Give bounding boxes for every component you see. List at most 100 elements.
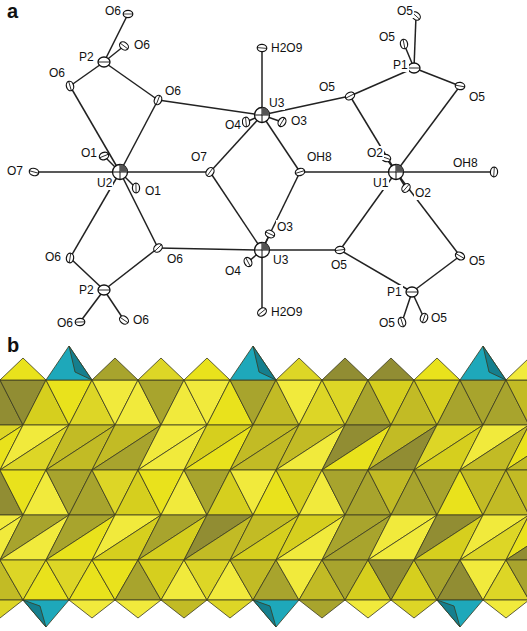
atom-label: O1 xyxy=(80,146,98,160)
uranium-polyhedron-face xyxy=(483,600,527,618)
ellipsoid-axis xyxy=(120,317,128,323)
bond-line xyxy=(300,171,396,173)
oxygen-atom xyxy=(454,250,466,261)
atom-label: P2 xyxy=(78,283,95,297)
uranium-polyhedron-face xyxy=(506,380,527,425)
bond-line xyxy=(350,96,396,172)
oxygen-atom xyxy=(152,242,164,254)
bond-line xyxy=(104,14,128,62)
ellipsoid-axis xyxy=(456,254,464,259)
uranium-polyhedron-face xyxy=(506,358,527,380)
oxygen-atom xyxy=(153,94,163,106)
atom-label: O2 xyxy=(414,186,432,200)
bond-line xyxy=(120,171,210,173)
ellipsoid-axis xyxy=(69,81,72,90)
uranium-polyhedron-face xyxy=(506,515,527,560)
bond-line xyxy=(104,62,158,100)
uranium-polyhedron-face xyxy=(414,358,460,380)
atom-label: O2 xyxy=(366,146,384,160)
oxygen-atom xyxy=(419,312,429,323)
ellipsoid-axis xyxy=(98,62,110,63)
phosphate-tetrahedron xyxy=(23,600,46,627)
oxygen-atom xyxy=(98,151,110,161)
phosphate-tetrahedron xyxy=(230,346,276,380)
uranium-polyhedron-face xyxy=(0,600,23,618)
bond-line xyxy=(262,96,350,115)
atom-label: O6 xyxy=(48,66,66,80)
ellipsoid-axis xyxy=(403,184,409,191)
oxygen-atom xyxy=(400,182,412,194)
oxygen-atom xyxy=(65,80,75,91)
phosphorus-atom xyxy=(98,285,110,295)
oxygen-atom xyxy=(118,314,130,325)
atom-label: O5 xyxy=(468,90,486,104)
bond-line xyxy=(210,115,262,172)
ellipsoid-axis xyxy=(120,43,128,49)
ellipsoid-axis xyxy=(123,14,133,15)
ellipsoid-axis xyxy=(29,171,38,173)
uranium-polyhedron-face xyxy=(184,358,230,380)
oxygen-atom xyxy=(294,167,305,177)
ellipsoid-axis xyxy=(135,183,136,193)
bond-line xyxy=(396,171,494,173)
phosphate-tetrahedron xyxy=(437,600,483,627)
uranium-polyhedron-face xyxy=(92,358,138,380)
oxygen-atom xyxy=(28,167,39,176)
phosphate-tetrahedron xyxy=(483,346,506,380)
ellipsoid-axis xyxy=(69,253,71,262)
ellipsoid-axis xyxy=(258,309,265,315)
ellipsoid-axis xyxy=(246,258,251,266)
uranium-polyhedron-face xyxy=(506,425,527,470)
oxygen-atom xyxy=(204,166,215,178)
atom-label: O3 xyxy=(290,114,308,128)
atom-label: O5 xyxy=(396,4,414,18)
phosphate-tetrahedron xyxy=(253,600,276,627)
uranium-polyhedron-face xyxy=(506,560,527,600)
uranium-polyhedron-face xyxy=(322,358,368,380)
phosphate-tetrahedron xyxy=(437,600,460,627)
uranium-polyhedron-face xyxy=(391,600,437,618)
oxygen-atom xyxy=(490,167,498,177)
atom-label: U3 xyxy=(272,253,289,267)
atom-label: U1 xyxy=(372,176,389,190)
oxygen-atom xyxy=(118,40,130,52)
bond-line xyxy=(262,172,300,250)
bond-line xyxy=(104,248,158,290)
phosphate-tetrahedron xyxy=(253,600,299,627)
oxygen-atom xyxy=(455,82,466,91)
ellipsoid-axis xyxy=(156,96,159,105)
ellipsoid-axis xyxy=(266,232,275,236)
bond-line xyxy=(396,86,460,172)
atom-label: O6 xyxy=(104,4,122,18)
ellipsoid-octant xyxy=(120,165,128,173)
panel-letter: a xyxy=(6,0,19,22)
ellipsoid-axis xyxy=(493,167,495,177)
bond-line xyxy=(414,16,416,68)
ellipsoid-axis xyxy=(75,321,85,322)
ellipsoid-axis xyxy=(100,154,109,158)
bond-line xyxy=(350,68,414,96)
atom-label: O7 xyxy=(190,150,208,164)
uranium-polyhedron-face xyxy=(368,358,414,380)
ellipsoid-octant xyxy=(262,243,270,251)
atom-label: O3 xyxy=(276,220,294,234)
bonds xyxy=(34,14,494,322)
oxygen-atom xyxy=(123,10,133,17)
bond-line xyxy=(70,86,120,172)
oxygen-atom xyxy=(256,306,268,318)
bond-line xyxy=(34,171,120,173)
uranium-polyhedron-face xyxy=(506,425,527,470)
atom-label: O1 xyxy=(144,184,162,198)
atom-label: O6 xyxy=(56,316,74,330)
oxygen-atom xyxy=(75,318,85,326)
ellipsoid-axis xyxy=(245,117,246,127)
phosphorus-atom xyxy=(406,287,418,297)
atom-label: U2 xyxy=(96,176,113,190)
atom-label: H2O9 xyxy=(270,41,303,55)
atom-label: O6 xyxy=(132,313,150,327)
uranium-polyhedron-face xyxy=(69,600,115,618)
oxygen-atom xyxy=(242,117,250,127)
phosphate-tetrahedron xyxy=(460,346,506,380)
uranium-polyhedron-face xyxy=(207,600,253,618)
